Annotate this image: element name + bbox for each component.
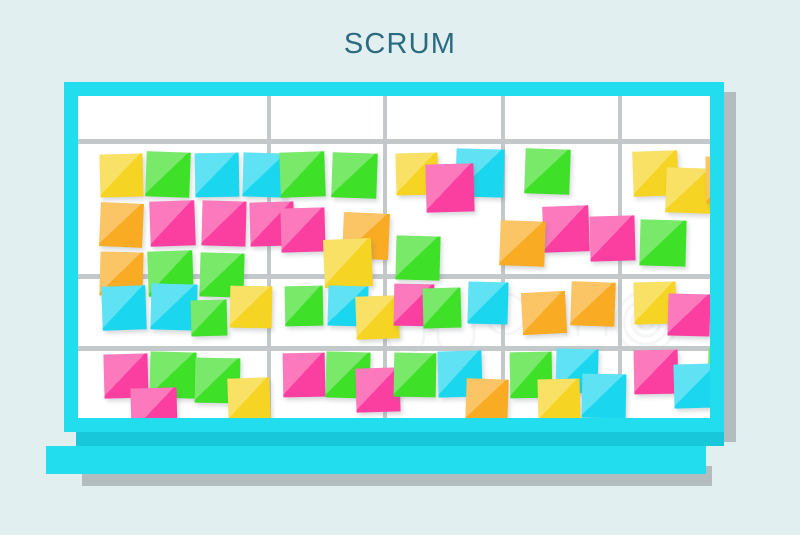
sticky-note-highlight xyxy=(705,155,710,204)
sticky-note-highlight xyxy=(284,285,324,327)
sticky-note-pink[interactable] xyxy=(201,200,247,247)
sticky-note-pink[interactable] xyxy=(149,200,196,247)
sticky-note-highlight xyxy=(639,219,687,267)
sticky-note-yellow[interactable] xyxy=(227,377,271,418)
sticky-note-green[interactable] xyxy=(395,235,441,281)
sticky-note-green[interactable] xyxy=(524,148,571,195)
sticky-note-pink[interactable] xyxy=(425,163,475,213)
sticky-note-highlight xyxy=(542,205,590,253)
sticky-note-highlight xyxy=(665,167,710,214)
grid-column-divider-1 xyxy=(267,96,271,418)
sticky-note-pink[interactable] xyxy=(130,387,178,418)
sticky-note-highlight xyxy=(524,148,571,195)
sticky-note-orange[interactable] xyxy=(705,155,710,204)
sticky-note-highlight xyxy=(422,287,462,329)
sticky-note-green[interactable] xyxy=(393,352,437,398)
sticky-note-cyan[interactable] xyxy=(467,281,509,325)
sticky-note-orange[interactable] xyxy=(570,281,616,327)
grid-row-divider-3 xyxy=(78,346,710,351)
sticky-note-highlight xyxy=(229,285,273,329)
sticky-note-cyan[interactable] xyxy=(581,373,627,418)
sticky-note-highlight xyxy=(99,153,144,198)
grid-row-divider-1 xyxy=(78,139,710,144)
sticky-note-highlight xyxy=(227,377,271,418)
sticky-note-highlight xyxy=(570,281,616,327)
sticky-note-highlight xyxy=(280,207,326,253)
whiteboard-surface[interactable] xyxy=(78,96,710,418)
sticky-note-yellow[interactable] xyxy=(229,285,273,329)
sticky-note-green[interactable] xyxy=(279,151,326,198)
sticky-note-yellow[interactable] xyxy=(322,237,374,289)
sticky-note-pink[interactable] xyxy=(280,207,326,253)
sticky-note-pink[interactable] xyxy=(542,205,590,253)
tray-lip xyxy=(76,432,724,446)
sticky-note-highlight xyxy=(520,290,568,336)
page-title: SCRUM xyxy=(343,28,457,60)
sticky-note-cyan[interactable] xyxy=(673,363,710,409)
sticky-note-cyan[interactable] xyxy=(101,285,147,331)
marker-tray xyxy=(46,446,706,474)
sticky-note-pink[interactable] xyxy=(282,352,326,398)
sticky-note-pink[interactable] xyxy=(667,293,710,337)
sticky-note-highlight xyxy=(145,151,191,198)
sticky-note-highlight xyxy=(393,352,437,398)
sticky-note-highlight xyxy=(99,202,144,248)
sticky-note-highlight xyxy=(279,151,326,198)
sticky-note-highlight xyxy=(673,363,710,409)
sticky-note-highlight xyxy=(581,373,627,418)
sticky-note-green[interactable] xyxy=(145,151,191,198)
sticky-note-green[interactable] xyxy=(639,219,687,267)
sticky-note-pink[interactable] xyxy=(589,215,636,262)
sticky-note-highlight xyxy=(467,281,509,325)
sticky-note-green[interactable] xyxy=(284,285,324,327)
sticky-note-orange[interactable] xyxy=(499,220,546,267)
sticky-note-highlight xyxy=(101,285,147,331)
grid-row-divider-2 xyxy=(78,274,710,279)
sticky-note-highlight xyxy=(425,163,475,213)
sticky-note-highlight xyxy=(667,293,710,337)
sticky-note-highlight xyxy=(194,152,240,198)
sticky-note-highlight xyxy=(201,200,247,247)
sticky-note-highlight xyxy=(589,215,636,262)
sticky-note-orange[interactable] xyxy=(520,290,568,336)
sticky-note-yellow[interactable] xyxy=(665,167,710,214)
sticky-note-pink[interactable] xyxy=(633,349,679,395)
sticky-note-highlight xyxy=(499,220,546,267)
sticky-note-highlight xyxy=(130,387,178,418)
whiteboard-frame xyxy=(64,82,724,432)
sticky-note-highlight xyxy=(322,237,374,289)
sticky-note-green[interactable] xyxy=(190,299,228,337)
sticky-note-highlight xyxy=(537,378,581,418)
sticky-note-highlight xyxy=(633,349,679,395)
sticky-note-yellow[interactable] xyxy=(99,153,144,198)
sticky-note-highlight xyxy=(331,152,378,199)
sticky-note-highlight xyxy=(282,352,326,398)
sticky-note-yellow[interactable] xyxy=(537,378,581,418)
sticky-note-highlight xyxy=(395,235,441,281)
sticky-note-orange[interactable] xyxy=(465,378,509,418)
sticky-note-green[interactable] xyxy=(331,152,378,199)
sticky-note-green[interactable] xyxy=(422,287,462,329)
sticky-note-orange[interactable] xyxy=(99,202,144,248)
sticky-note-highlight xyxy=(149,200,196,247)
sticky-note-highlight xyxy=(190,299,228,337)
sticky-note-highlight xyxy=(465,378,509,418)
sticky-note-cyan[interactable] xyxy=(194,152,240,198)
